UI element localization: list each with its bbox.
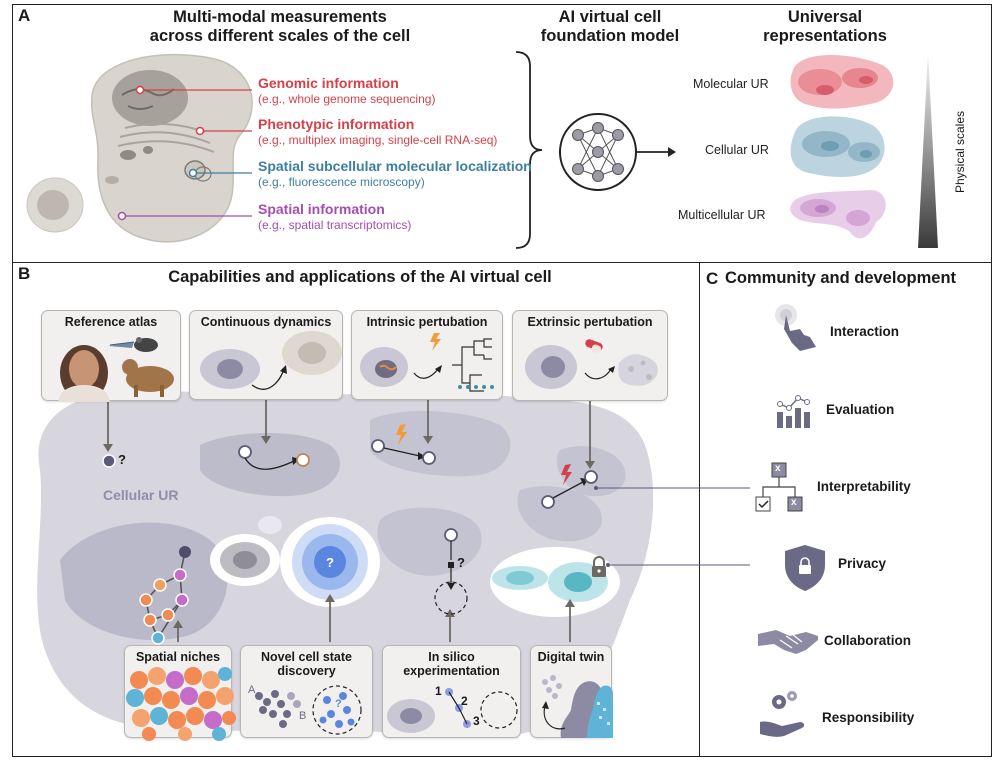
novel-letter-a: A [248, 684, 256, 696]
panel-c-frame [699, 262, 992, 757]
panel-c-letter: C [706, 269, 719, 288]
in-silico-line1: In silico [428, 650, 475, 664]
reference-atlas-title: Reference atlas [64, 315, 158, 329]
cellular-ur-blob [790, 116, 885, 177]
novel-cell-state-line2: discovery [277, 664, 336, 678]
neural-network-icon [559, 113, 637, 191]
interpretability-x-top: x [775, 463, 781, 474]
multicellular-ur-blob [790, 190, 886, 239]
novel-cell-state-line1: Novel cell state [260, 650, 352, 664]
responsibility-label: Responsibility [822, 710, 915, 725]
interpretability-label: Interpretability [817, 479, 911, 494]
spatial-info-sub: (e.g., spatial transcriptomics) [258, 218, 412, 232]
interpretability-icon [755, 462, 803, 512]
spatial-subcellular-sub: (e.g., fluorescence microscopy) [258, 175, 425, 189]
molecular-ur-blob [790, 54, 894, 109]
extrinsic-perturbation-title: Extrinsic pertubation [527, 315, 653, 329]
intrinsic-perturbation-title: Intrinsic pertubation [366, 315, 488, 329]
panel-a-title-right-line2: representations [763, 27, 887, 45]
reference-atlas-box: Reference atlas [41, 310, 181, 402]
evaluation-icon [777, 395, 810, 428]
multicellular-ur-label: Multicellular UR [678, 208, 766, 222]
physical-scale-triangle [918, 52, 938, 248]
step-2: 2 [461, 694, 468, 708]
genomic-info-heading: Genomic information [258, 75, 399, 91]
collaboration-label: Collaboration [824, 633, 911, 648]
digital-twin-box: Digital twin [530, 645, 613, 738]
reference-atlas-question: ? [118, 452, 126, 467]
phenotypic-info-heading: Phenotypic information [258, 116, 415, 132]
panel-a-title-mid-line1: AI virtual cell [558, 8, 662, 26]
in-silico-question: ? [457, 555, 465, 570]
cellular-ur-label: Cellular UR [705, 143, 769, 157]
molecular-ur-label: Molecular UR [693, 77, 769, 91]
evaluation-label: Evaluation [826, 402, 895, 417]
cellular-ur-region-label: Cellular UR [103, 487, 179, 503]
continuous-dynamics-box: Continuous dynamics [189, 310, 343, 400]
panel-b-letter: B [18, 264, 31, 283]
privacy-shield-icon [785, 545, 825, 591]
in-silico-line2: experimentation [403, 664, 500, 678]
panel-b-title: Capabilities and applications of the AI … [168, 268, 552, 286]
spatial-subcellular-heading: Spatial subcellular molecular localizati… [258, 158, 532, 174]
spatial-niches-box: Spatial niches [124, 645, 236, 741]
panel-c-title: Community and development [725, 269, 957, 287]
spatial-info-heading: Spatial information [258, 201, 385, 217]
continuous-dynamics-title: Continuous dynamics [200, 315, 332, 329]
spatial-niche-graph [139, 546, 191, 645]
privacy-label: Privacy [838, 556, 887, 571]
in-silico-title: In silico experimentation [383, 650, 520, 678]
panel-a-title-left-line1: Multi-modal measurements [173, 8, 387, 26]
novel-state-question: ? [326, 555, 334, 570]
interaction-label: Interaction [830, 324, 900, 339]
panel-a-title-left: Multi-modal measurements across differen… [120, 8, 440, 46]
panel-a-title-mid: AI virtual cell foundation model [525, 8, 695, 46]
genomic-info-sub: (e.g., whole genome sequencing) [258, 92, 436, 106]
brace [515, 51, 543, 249]
panel-a-title-right: Universal representations [740, 8, 910, 46]
digital-twin-title: Digital twin [537, 650, 605, 664]
collaboration-handshake-icon [758, 630, 818, 654]
interpretability-x-right: x [791, 497, 797, 508]
lock-icon [592, 556, 606, 577]
intrinsic-perturbation-box: Intrinsic pertubation [351, 310, 503, 400]
novel-letter-b: B [299, 710, 307, 722]
panel-a-title-mid-line2: foundation model [540, 27, 680, 45]
novel-cell-state-box: Novel cell state discovery A B ? [240, 645, 373, 738]
interaction-icon [775, 304, 816, 351]
responsibility-icon [760, 691, 805, 737]
panel-a-letter: A [18, 6, 31, 25]
nucleus [112, 70, 188, 126]
phenotypic-info-sub: (e.g., multiplex imaging, single-cell RN… [258, 133, 498, 147]
novel-cell-state-title: Novel cell state discovery [241, 650, 372, 678]
in-silico-box: In silico experimentation 1 2 3 [382, 645, 521, 738]
spatial-niches-title: Spatial niches [135, 650, 221, 664]
novel-question-small: ? [335, 698, 342, 710]
extrinsic-perturbation-box: Extrinsic pertubation [512, 310, 668, 401]
panel-a-title-right-line1: Universal [787, 8, 863, 26]
panel-a-title-left-line2: across different scales of the cell [149, 27, 411, 45]
step-1: 1 [435, 684, 442, 698]
step-3: 3 [473, 714, 480, 728]
